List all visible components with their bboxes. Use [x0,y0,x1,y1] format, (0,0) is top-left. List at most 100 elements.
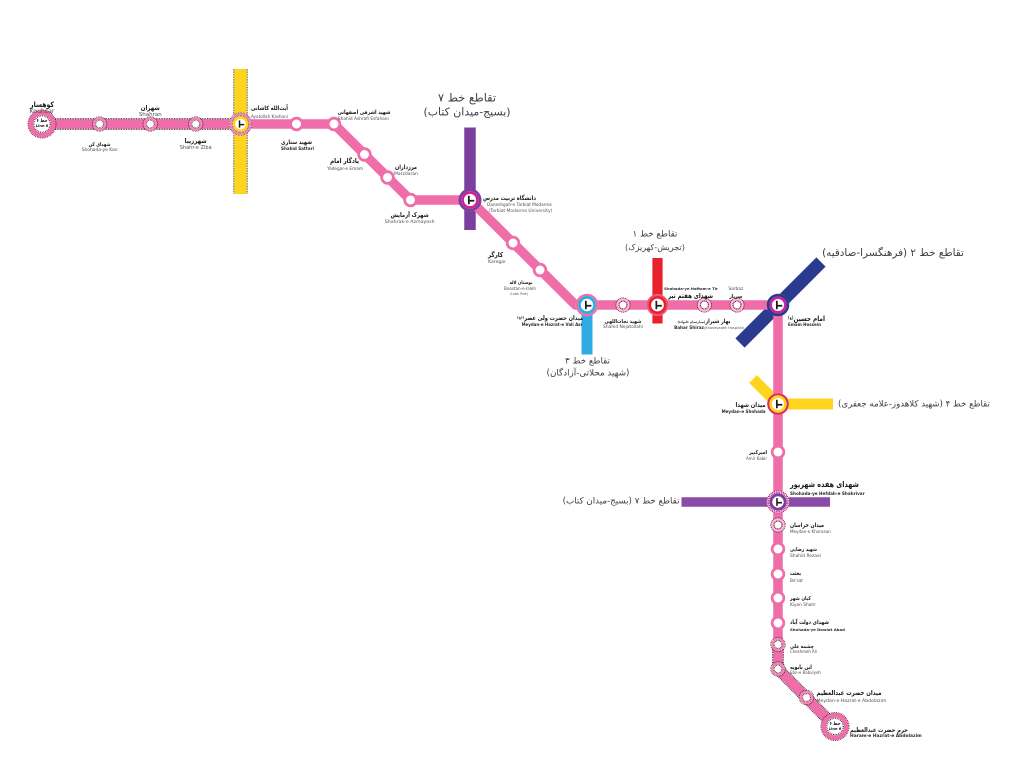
station-emam-hossein[interactable] [766,293,790,317]
station-ring [773,640,783,649]
line-line6-main [240,119,783,645]
station-ring [820,712,850,741]
station-ring [771,662,785,676]
line-line6-south-uc-fill [773,644,839,730]
station-daneshgah-e-tarbiat-modarres[interactable] [458,188,482,212]
station-ring [532,262,548,278]
station-kiyan-shahr[interactable] [770,590,786,606]
station-ring [188,117,203,131]
station-ring [232,116,249,132]
station-ring [770,444,786,460]
station-meydan-e-khorasan[interactable] [770,517,786,533]
station-haram-e-hazrat-e-abdolazim[interactable] [820,712,850,741]
station-ring [770,566,786,582]
station-ring [615,297,631,313]
station-ring [770,661,786,677]
station-ring [699,300,710,310]
station-karegar[interactable] [505,235,521,251]
station-ring [380,170,395,185]
station-shohada-ye-dowlat-abad[interactable] [770,615,786,631]
station-ring [767,393,789,415]
station-ring [326,116,342,132]
station-ring [802,693,811,702]
interchange-icon [655,300,662,310]
station-ring [798,689,815,706]
station-amir-kabir[interactable] [770,444,786,460]
station-ring [95,119,105,129]
station-boostan-e-laleh[interactable] [532,262,548,278]
station-yadegar-e-emam[interactable] [357,147,372,162]
station-shahr-e-ziba[interactable] [187,116,204,132]
station-cheshmeh-ali[interactable] [770,636,786,653]
interchange-icon [467,195,475,205]
station-ring [799,690,814,705]
station-ring [145,119,155,129]
station-ring [458,188,482,212]
station-bahar-shiraz[interactable] [696,297,713,313]
station-sarbaz[interactable] [729,297,745,313]
station-ring [766,293,790,317]
line-line4-shohada [749,375,833,410]
station-shohada-ye-kan[interactable] [91,116,108,132]
station-ring [646,294,669,316]
interchange-icon [776,498,782,506]
station-shohada-ye-haftom-e-tir[interactable] [646,294,669,316]
station-ring [578,296,596,314]
station-shahid-ashrafi-esfahani[interactable] [326,116,342,132]
stations-layer [27,109,850,741]
station-ring [766,490,790,514]
station-besat[interactable] [770,566,786,582]
station-shahran[interactable] [142,116,159,132]
station-ring [618,300,628,310]
station-meydan-e-shohada[interactable] [767,393,789,415]
station-ring [142,116,159,132]
station-ring [771,637,785,652]
interchange-icon [775,399,783,409]
station-shahid-rezaei[interactable] [770,541,786,557]
station-ebn-e-babviyeh[interactable] [770,661,786,677]
station-ring [143,117,158,131]
station-ring [33,115,51,133]
station-ring [229,113,252,135]
station-marzdaran[interactable] [380,170,395,185]
interchange-icon [775,300,783,310]
station-ring [770,517,786,533]
station-ring [648,296,667,314]
station-ring [228,112,253,136]
station-shahid-sattari[interactable] [289,116,304,132]
interchange-icon [238,120,245,128]
station-ring [770,541,786,557]
station-ring [461,191,479,209]
station-ring [231,115,250,133]
station-ring [773,520,783,530]
station-ring [575,293,599,317]
station-meydan-e-hazrat-e-vali-asr[interactable] [575,293,599,317]
station-shahrak-e-azmayesh[interactable] [403,192,418,208]
station-ring [403,192,418,208]
station-ring [769,493,787,511]
station-ring [187,116,204,132]
station-ring [191,119,201,129]
station-ring [92,117,107,131]
station-ring [696,297,713,313]
station-ayatollah-kashani[interactable] [228,112,253,136]
station-ring [770,615,786,631]
interchange-icon [584,300,592,310]
station-kouhsar[interactable] [27,109,57,139]
station-ring [769,296,787,314]
lines-layer [42,69,840,731]
station-shohada-ye-hefdah-e-shahrivar[interactable] [766,490,790,514]
station-shahid-nejatollahi[interactable] [615,297,631,313]
station-ring [769,395,787,413]
station-ring [91,116,108,132]
station-ring [289,116,304,132]
station-ring [767,491,789,513]
station-ring [770,590,786,606]
station-ring [357,147,372,162]
station-ring [773,664,783,674]
station-ring [729,297,745,313]
station-meydan-e-hazrat-e-abdolazim[interactable] [798,689,815,706]
station-ring [770,636,786,653]
